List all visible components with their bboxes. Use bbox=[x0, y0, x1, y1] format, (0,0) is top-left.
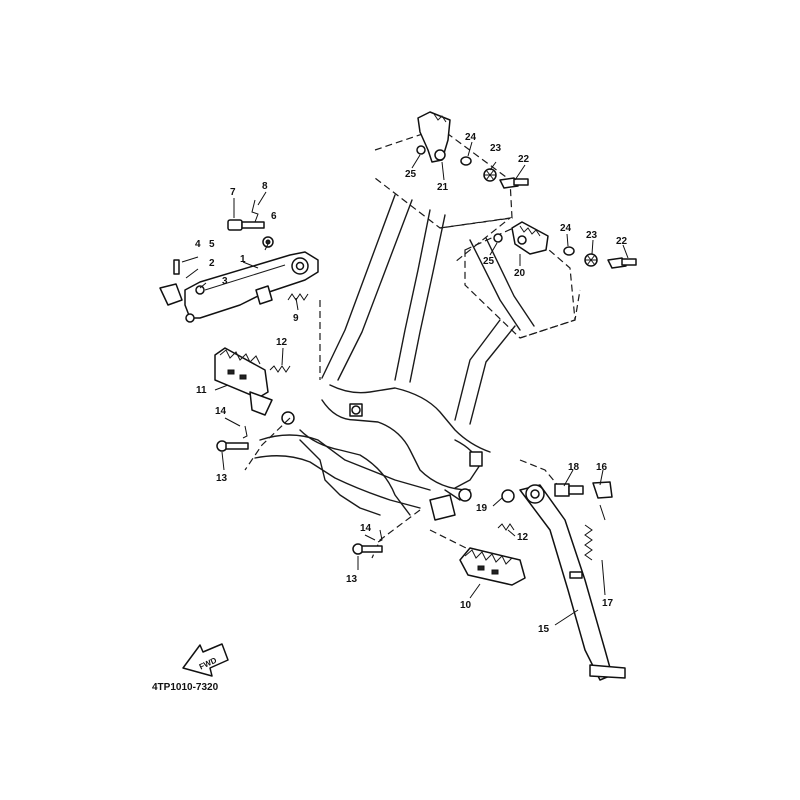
callout-13-left: 13 bbox=[216, 473, 228, 484]
callout-24-upper: 24 bbox=[465, 132, 477, 143]
callout-20: 20 bbox=[514, 268, 526, 279]
callout-23-upper: 23 bbox=[490, 143, 502, 154]
callout-12-left: 12 bbox=[276, 337, 288, 348]
passenger-footrest-21 bbox=[416, 111, 529, 189]
callout-11: 11 bbox=[196, 385, 207, 396]
right-footrest-10 bbox=[352, 494, 526, 586]
callout-21: 21 bbox=[437, 182, 449, 193]
sidestand-15 bbox=[501, 481, 626, 681]
callout-9: 9 bbox=[293, 313, 299, 324]
callout-14-right: 14 bbox=[360, 523, 372, 534]
callout-22-lower: 22 bbox=[616, 236, 628, 247]
callout-10: 10 bbox=[460, 600, 472, 611]
callout-3: 3 bbox=[222, 276, 228, 287]
callout-22-upper: 22 bbox=[518, 154, 530, 165]
left-footrest-11 bbox=[214, 347, 291, 452]
callout-2: 2 bbox=[209, 258, 215, 269]
callout-23-lower: 23 bbox=[586, 230, 598, 241]
callout-6: 6 bbox=[271, 211, 277, 222]
drawing-code: 4TP1010-7320 bbox=[152, 682, 219, 693]
callout-17: 17 bbox=[602, 598, 614, 609]
callout-5: 5 bbox=[209, 239, 215, 250]
callout-13-right: 13 bbox=[346, 574, 358, 585]
frame-outline bbox=[254, 194, 535, 516]
callout-12-right: 12 bbox=[517, 532, 529, 543]
callout-4: 4 bbox=[195, 239, 201, 250]
callout-14-left: 14 bbox=[215, 406, 227, 417]
passenger-footrest-20 bbox=[493, 221, 637, 269]
brake-pedal-assembly bbox=[159, 199, 319, 323]
callout-25-upper: 25 bbox=[405, 169, 417, 180]
callout-19: 19 bbox=[476, 503, 488, 514]
callout-labels: 1 2 3 4 5 6 7 8 9 10 11 12 12 13 13 14 1… bbox=[195, 132, 628, 635]
callout-7: 7 bbox=[230, 187, 236, 198]
callout-24-lower: 24 bbox=[560, 223, 572, 234]
callout-8: 8 bbox=[262, 181, 268, 192]
callout-16: 16 bbox=[596, 462, 608, 473]
callout-leader-lines bbox=[181, 141, 629, 626]
callout-15: 15 bbox=[538, 624, 550, 635]
callout-25-lower: 25 bbox=[483, 256, 495, 267]
callout-18: 18 bbox=[568, 462, 580, 473]
forward-direction-arrow: FWD bbox=[182, 643, 229, 677]
callout-1: 1 bbox=[240, 254, 246, 265]
